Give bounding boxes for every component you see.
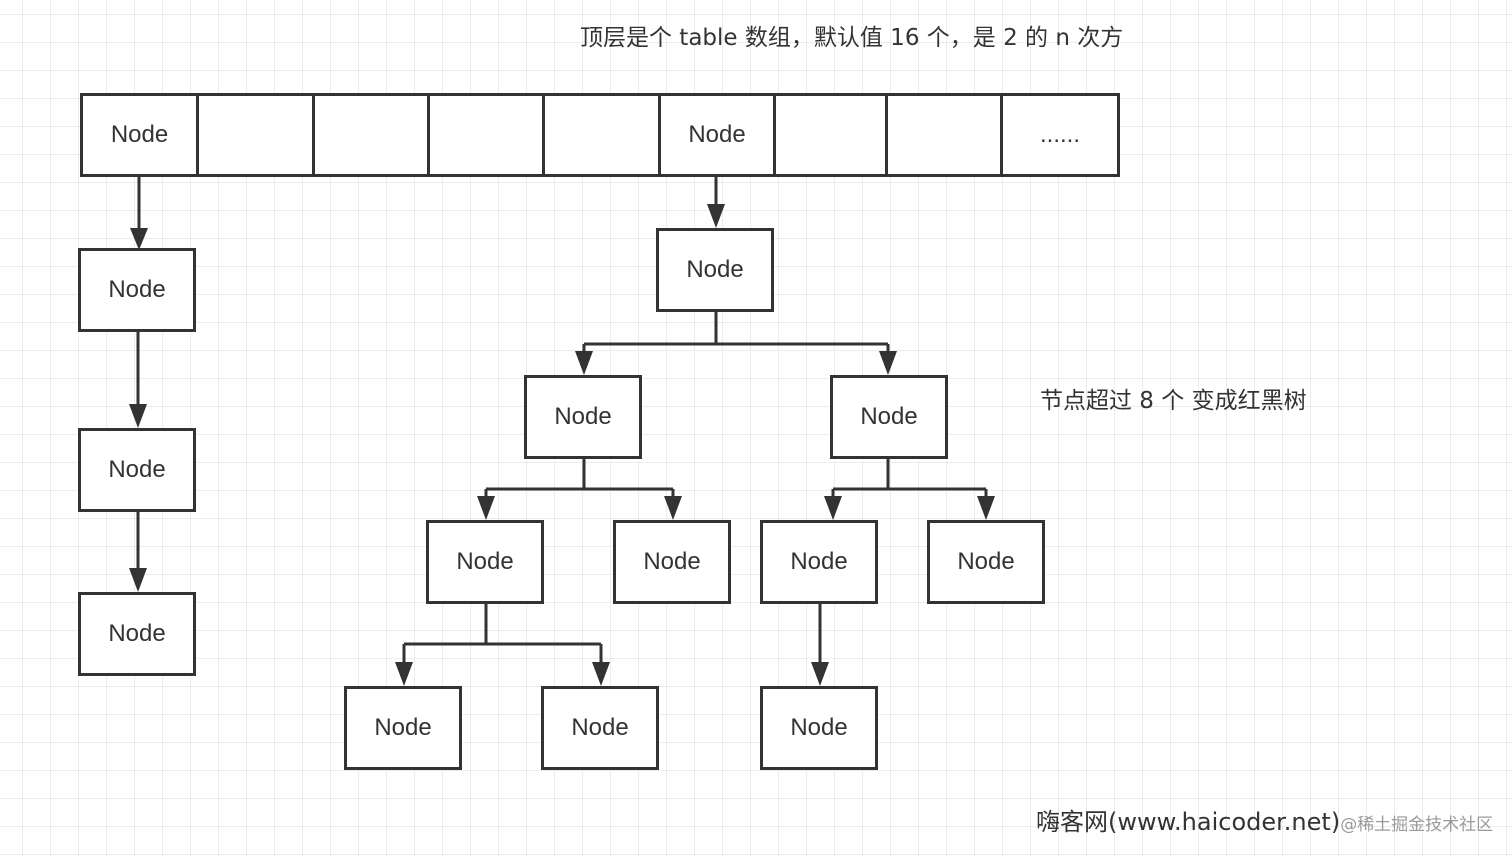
watermark-site: 嗨客网(www.haicoder.net) xyxy=(1036,808,1341,836)
tree-node-l3-3: Node xyxy=(760,686,878,770)
table-slot-3 xyxy=(430,96,545,174)
tree-node-l1-left: Node xyxy=(524,375,642,459)
tree-node-l3-2: Node xyxy=(541,686,659,770)
table-slot-0: Node xyxy=(83,96,199,174)
list-node-1: Node xyxy=(78,248,196,332)
hash-table-array: Node Node ...... xyxy=(80,93,1120,177)
table-slot-6 xyxy=(776,96,888,174)
table-slot-5: Node xyxy=(661,96,776,174)
table-to-root-arrow xyxy=(707,177,725,228)
tree-node-l2-3: Node xyxy=(760,520,878,604)
right-branch-arrows xyxy=(824,458,995,520)
table-slot-4 xyxy=(545,96,661,174)
tree-node-l2-4: Node xyxy=(927,520,1045,604)
list-node-3: Node xyxy=(78,592,196,676)
table-slot-ellipsis: ...... xyxy=(1039,121,1080,148)
watermark-community: @稀土掘金技术社区 xyxy=(1340,815,1494,835)
leaf-branch-arrows xyxy=(395,603,610,686)
root-to-children-arrows xyxy=(575,310,897,375)
table-slot-1 xyxy=(199,96,315,174)
left-branch-arrows xyxy=(477,458,682,520)
tree-root-node: Node xyxy=(656,228,774,312)
tree-node-l1-right: Node xyxy=(830,375,948,459)
tree-node-l2-1: Node xyxy=(426,520,544,604)
tree-node-l2-2: Node xyxy=(613,520,731,604)
list-arrow-3 xyxy=(129,511,147,592)
list-node-2: Node xyxy=(78,428,196,512)
table-slot-2 xyxy=(315,96,430,174)
red-black-tree-caption: 节点超过 8 个 变成红黑树 xyxy=(1040,388,1307,414)
watermark: 嗨客网(www.haicoder.net)@稀土掘金技术社区 xyxy=(1036,802,1493,837)
list-arrow-1 xyxy=(130,177,148,250)
single-child-arrow xyxy=(811,603,829,686)
list-arrow-2 xyxy=(129,331,147,428)
table-array-caption: 顶层是个 table 数组，默认值 16 个，是 2 的 n 次方 xyxy=(580,25,1124,51)
tree-node-l3-1: Node xyxy=(344,686,462,770)
table-slot-7 xyxy=(888,96,1003,174)
